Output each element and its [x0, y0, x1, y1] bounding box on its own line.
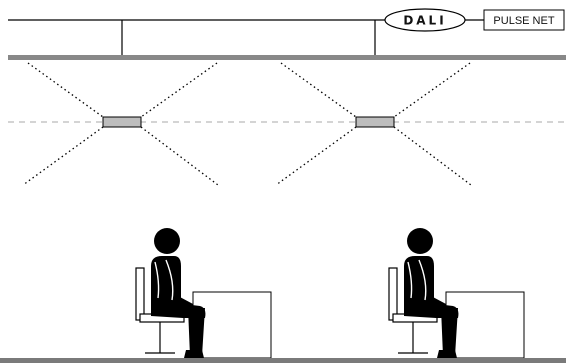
luminaire-right — [355, 116, 395, 128]
light-cone-right — [275, 62, 472, 186]
workstation-left — [135, 228, 272, 359]
desk-left — [192, 291, 272, 359]
ceiling — [8, 55, 566, 60]
luminaire-left — [102, 116, 142, 128]
light-cone-left — [22, 62, 219, 186]
workstation-right — [388, 228, 525, 359]
pulse-net-label: PULSE NET — [493, 15, 554, 27]
person-seated-left — [151, 228, 206, 358]
dali-logo: DALI — [384, 8, 466, 32]
desk-right — [445, 291, 525, 359]
dali-logo-text: DALI — [403, 14, 446, 28]
person-seated-right — [404, 228, 459, 358]
pulse-net-box: PULSE NET — [483, 9, 565, 31]
floor — [0, 358, 566, 363]
